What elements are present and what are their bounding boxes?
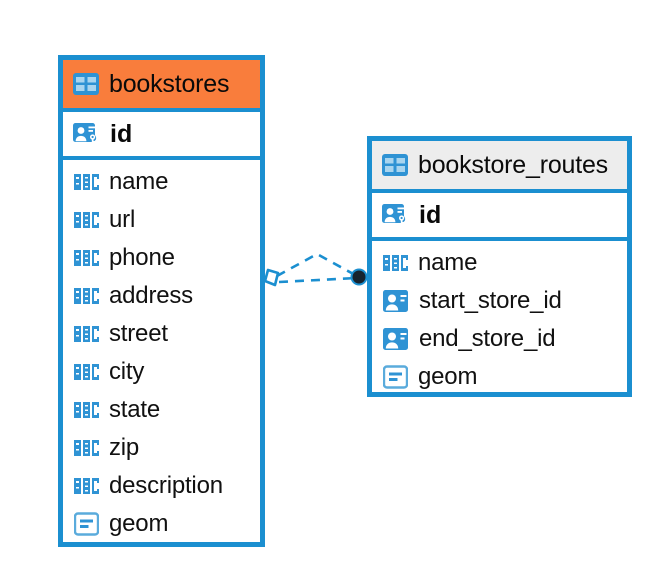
geometry-icon [74, 512, 99, 536]
field-row-primary-key[interactable]: id [372, 193, 627, 241]
field-label-name: name [109, 168, 169, 195]
relationship-line-start-store-id [278, 276, 358, 284]
field-row-name[interactable]: name [372, 244, 627, 282]
abc-text-icon [74, 250, 99, 266]
field-row-phone[interactable]: phone [63, 239, 260, 277]
field-row-city[interactable]: city [63, 353, 260, 391]
field-row-start-store-id[interactable]: start_store_id [372, 282, 627, 320]
field-label-name: name [418, 249, 478, 276]
field-label-state: state [109, 396, 161, 423]
relationship-diamond-marker [263, 268, 280, 287]
field-label-geom: geom [109, 510, 169, 537]
field-row-address[interactable]: address [63, 277, 260, 315]
foreign-key-icon [383, 289, 409, 313]
field-label-phone: phone [109, 244, 175, 271]
abc-text-icon [74, 440, 99, 456]
field-label-end-store-id: end_store_id [419, 325, 556, 352]
field-row-street[interactable]: street [63, 315, 260, 353]
field-row-geom[interactable]: geom [372, 358, 627, 396]
abc-text-icon [74, 326, 99, 342]
abc-text-icon [74, 478, 99, 494]
abc-text-icon [74, 402, 99, 418]
entity-table-bookstore-routes[interactable]: bookstore_routes id [367, 136, 632, 397]
field-label-address: address [109, 282, 193, 309]
field-row-geom[interactable]: geom [63, 505, 260, 543]
geometry-icon [383, 365, 408, 389]
field-row-primary-key[interactable]: id [63, 112, 260, 160]
field-row-url[interactable]: url [63, 201, 260, 239]
field-label-zip: zip [109, 434, 140, 461]
field-label-city: city [109, 358, 145, 385]
field-label-primary-key: id [419, 200, 442, 229]
field-row-state[interactable]: state [63, 391, 260, 429]
field-label-description: description [109, 472, 223, 499]
entity-title-bookstores: bookstores [109, 69, 230, 98]
primary-key-icon [382, 202, 409, 229]
field-row-end-store-id[interactable]: end_store_id [372, 320, 627, 358]
field-row-zip[interactable]: zip [63, 429, 260, 467]
relationship-circle-marker [350, 268, 368, 286]
table-icon [73, 73, 99, 95]
field-list-bookstores: name url [63, 160, 260, 543]
field-row-name[interactable]: name [63, 163, 260, 201]
abc-text-icon [74, 288, 99, 304]
relationship-connector [263, 252, 368, 287]
field-list-bookstore-routes: name start_store_id [372, 241, 627, 396]
field-row-description[interactable]: description [63, 467, 260, 505]
table-icon [382, 154, 408, 176]
foreign-key-icon [383, 327, 409, 351]
relationship-line-end-store-id [276, 252, 358, 278]
entity-title-bookstore-routes: bookstore_routes [418, 150, 608, 179]
entity-table-bookstores[interactable]: bookstores id [58, 55, 265, 547]
field-label-geom: geom [418, 363, 478, 390]
primary-key-icon [73, 121, 100, 148]
abc-text-icon [74, 174, 99, 190]
field-label-start-store-id: start_store_id [419, 287, 562, 314]
entity-header-bookstores[interactable]: bookstores [63, 60, 260, 112]
field-label-street: street [109, 320, 168, 347]
abc-text-icon [74, 364, 99, 380]
field-label-primary-key: id [110, 119, 133, 148]
entity-header-bookstore-routes[interactable]: bookstore_routes [372, 141, 627, 193]
field-label-url: url [109, 206, 136, 233]
abc-text-icon [74, 212, 99, 228]
abc-text-icon [383, 255, 408, 271]
